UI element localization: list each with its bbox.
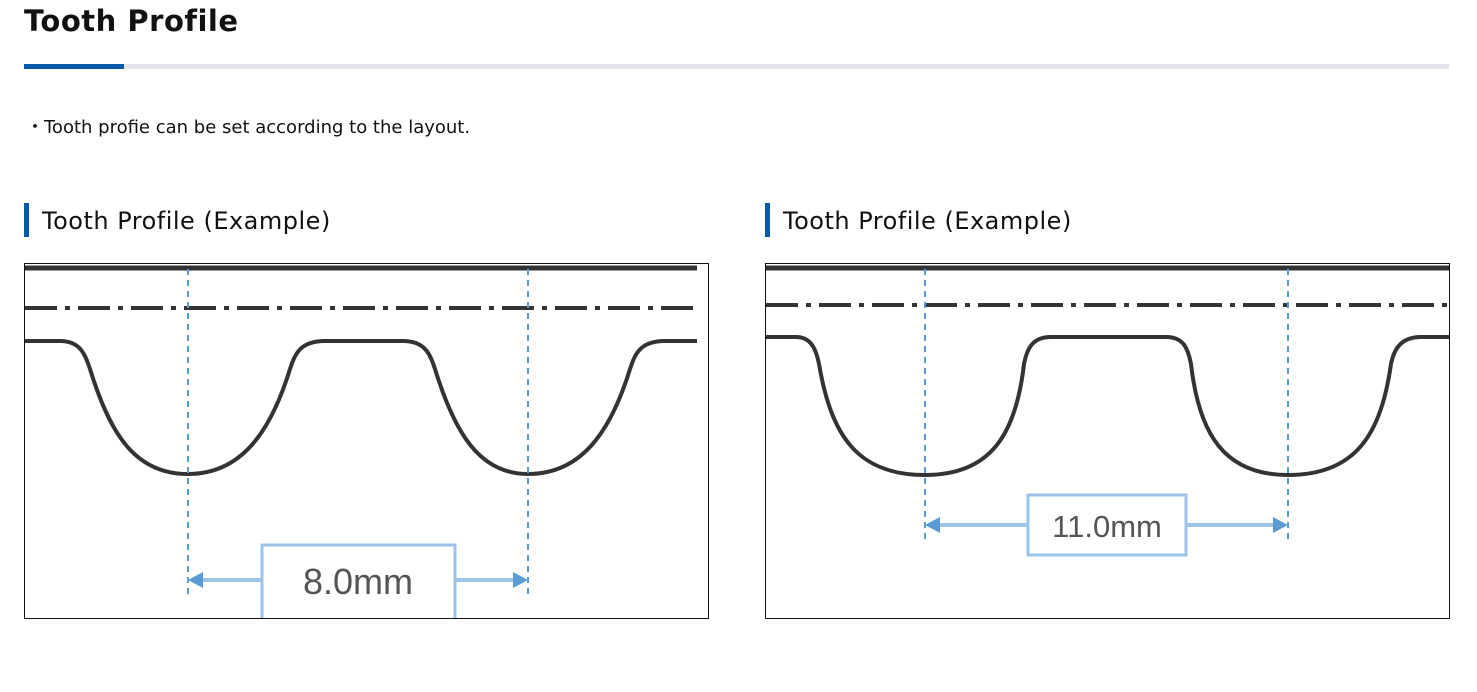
pitch-label: 8.0mm: [303, 561, 413, 602]
tooth-profile-diagram-2: 11.0mm: [765, 263, 1450, 619]
arrow-head-right: [513, 572, 528, 588]
tooth-profile-diagram-1: 8.0mm: [24, 263, 709, 619]
page-title: Tooth Profile: [24, 4, 239, 38]
example-heading-2: Tooth Profile (Example): [765, 203, 1072, 237]
arrow-head-left: [925, 517, 940, 533]
title-underline-accent: [24, 64, 124, 69]
example-heading-1: Tooth Profile (Example): [24, 203, 331, 237]
arrow-head-left: [188, 572, 203, 588]
title-underline: [24, 64, 1449, 69]
pitch-label: 11.0mm: [1052, 509, 1162, 544]
description-text: ・Tooth profie can be set according to th…: [26, 117, 471, 138]
arrow-head-right: [1273, 517, 1288, 533]
tooth-profile: [766, 335, 1449, 478]
tooth-profile: [25, 339, 697, 477]
